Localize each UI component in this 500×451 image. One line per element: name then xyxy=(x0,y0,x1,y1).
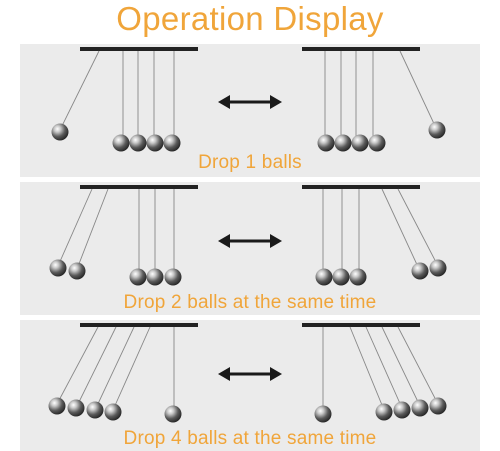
cradle-bar xyxy=(80,323,198,327)
left-cradle xyxy=(48,323,198,423)
panel-drop-4: Drop 4 balls at the same time xyxy=(20,320,480,451)
panel-caption: Drop 1 balls xyxy=(198,152,302,173)
left-cradle xyxy=(49,185,198,286)
panel-caption: Drop 4 balls at the same time xyxy=(123,428,377,449)
right-cradle xyxy=(302,323,447,423)
panel-drop-2: Drop 2 balls at the same time xyxy=(20,182,480,315)
ball xyxy=(351,134,369,152)
ball xyxy=(315,268,333,286)
ball xyxy=(129,134,147,152)
double-arrow-icon xyxy=(218,95,282,109)
ball xyxy=(332,268,350,286)
ball xyxy=(48,397,66,415)
ball xyxy=(317,134,335,152)
double-arrow-icon xyxy=(218,234,282,248)
cradle-bar xyxy=(302,185,420,189)
ball xyxy=(411,262,429,280)
ball xyxy=(429,397,447,415)
right-cradle xyxy=(302,47,446,152)
newtons-cradle-illustration xyxy=(49,185,447,286)
right-cradle xyxy=(302,185,447,286)
ball xyxy=(104,403,122,421)
cradle-bar xyxy=(80,185,198,189)
ball xyxy=(68,262,86,280)
ball xyxy=(429,259,447,277)
ball xyxy=(112,134,130,152)
ball xyxy=(129,268,147,286)
double-arrow-icon xyxy=(218,367,282,381)
ball xyxy=(411,399,429,417)
cradle-bar xyxy=(80,47,198,51)
ball xyxy=(146,268,164,286)
ball xyxy=(146,134,164,152)
ball xyxy=(368,134,386,152)
ball xyxy=(67,399,85,417)
ball xyxy=(349,268,367,286)
cradle-bar xyxy=(302,47,420,51)
panel-caption: Drop 2 balls at the same time xyxy=(123,292,377,313)
panel-drop-1: Drop 1 balls xyxy=(20,44,480,177)
ball xyxy=(314,405,332,423)
ball xyxy=(393,401,411,419)
ball xyxy=(49,259,67,277)
ball xyxy=(51,123,69,141)
left-cradle xyxy=(51,47,198,152)
ball xyxy=(164,405,182,423)
newtons-cradle-illustration xyxy=(51,47,446,152)
ball xyxy=(428,121,446,139)
ball xyxy=(334,134,352,152)
cradle-bar xyxy=(302,323,420,327)
page-title: Operation Display xyxy=(116,0,384,37)
ball xyxy=(86,401,104,419)
ball xyxy=(163,134,181,152)
ball xyxy=(375,403,393,421)
ball xyxy=(164,268,182,286)
newtons-cradle-illustration xyxy=(48,323,447,423)
